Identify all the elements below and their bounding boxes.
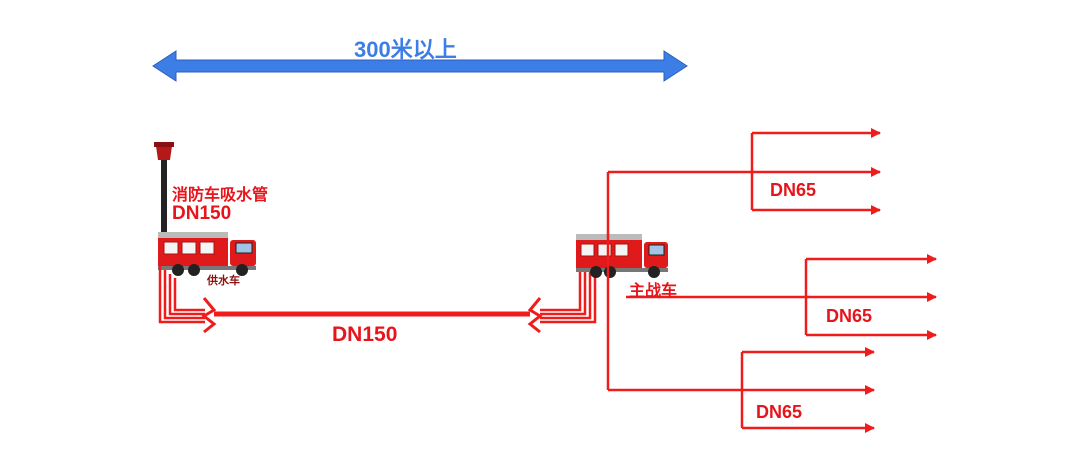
branch-2-outlets xyxy=(806,254,937,340)
supply-truck-icon xyxy=(158,232,256,276)
branch-1-outlets xyxy=(752,128,881,215)
suction-pipe xyxy=(154,142,174,240)
suction-pipe-label: 消防车吸水管 xyxy=(172,187,269,204)
supply-hose-bundle xyxy=(158,266,205,324)
branch-3-label: DN65 xyxy=(756,402,803,422)
branch-1-label: DN65 xyxy=(770,180,817,200)
supply-truck-label: 供水车 xyxy=(207,275,240,287)
branch-3-outlets xyxy=(742,347,875,433)
attack-truck-label: 主战车 xyxy=(629,283,678,300)
supply-hose-coupling xyxy=(201,297,217,334)
distance-label: 300米以上 xyxy=(354,37,457,62)
main-line-label: DN150 xyxy=(332,323,398,346)
branch-2-label: DN65 xyxy=(826,306,873,326)
attack-hose-bundle xyxy=(540,272,597,324)
attack-hose-coupling xyxy=(527,297,543,334)
distance-arrow xyxy=(152,50,688,82)
suction-size-label: DN150 xyxy=(172,203,232,224)
attack-truck-icon xyxy=(576,234,668,278)
